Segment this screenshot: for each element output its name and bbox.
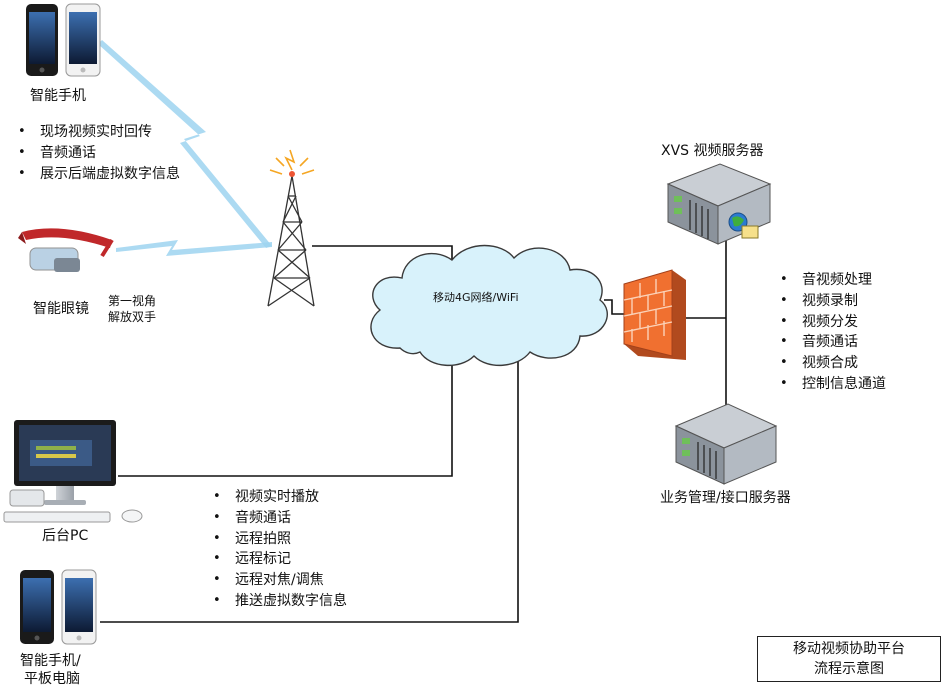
glasses-label: 智能眼镜 bbox=[33, 301, 89, 317]
pc-label: 后台PC bbox=[42, 528, 89, 544]
list-item: 音频通话 bbox=[776, 332, 886, 353]
xvs-server-icon bbox=[666, 163, 772, 245]
firewall-icon bbox=[623, 269, 686, 360]
link-cloud-firewall bbox=[604, 299, 624, 315]
list-item: 视频分发 bbox=[776, 312, 886, 333]
smart-glasses-icon bbox=[18, 228, 114, 272]
list-item: 推送虚拟数字信息 bbox=[209, 591, 347, 612]
list-item: 远程对焦/调焦 bbox=[209, 570, 347, 591]
phone-tablet-icon bbox=[20, 569, 97, 645]
link-pc-cloud bbox=[118, 356, 453, 477]
desktop-pc-icon bbox=[3, 420, 143, 523]
link-tablet-cloud bbox=[100, 358, 519, 623]
glasses-note-line1: 第一视角 bbox=[108, 294, 157, 308]
list-item: 远程拍照 bbox=[209, 529, 347, 550]
wireless-link-glasses bbox=[116, 240, 272, 256]
tablet-label-line2: 平板电脑 bbox=[24, 671, 80, 687]
list-item: 视频实时播放 bbox=[209, 487, 347, 508]
list-item: 视频合成 bbox=[776, 353, 886, 374]
list-item: 视频录制 bbox=[776, 291, 886, 312]
cell-tower-icon bbox=[267, 175, 315, 307]
list-item: 音频通话 bbox=[14, 143, 180, 164]
list-item: 音频通话 bbox=[209, 508, 347, 529]
network-cloud bbox=[370, 244, 608, 367]
server-feature-list: 音视频处理 视频录制 视频分发 音频通话 视频合成 控制信息通道 bbox=[776, 270, 886, 395]
smartphone-icon bbox=[26, 3, 101, 77]
list-item: 远程标记 bbox=[209, 549, 347, 570]
list-item: 音视频处理 bbox=[776, 270, 886, 291]
link-tower-cloud bbox=[312, 245, 453, 262]
phone-feature-list: 现场视频实时回传 音频通话 展示后端虚拟数字信息 bbox=[14, 122, 180, 184]
list-item: 现场视频实时回传 bbox=[14, 122, 180, 143]
network-label: 移动4G网络/WiFi bbox=[433, 291, 519, 304]
business-server-label: 业务管理/接口服务器 bbox=[660, 490, 791, 506]
wireless-link-phone bbox=[98, 40, 272, 248]
glasses-note-line2: 解放双手 bbox=[108, 310, 157, 324]
list-item: 控制信息通道 bbox=[776, 374, 886, 395]
smartphone-label: 智能手机 bbox=[30, 88, 86, 104]
diagram-title-box: 移动视频协助平台 流程示意图 bbox=[757, 636, 941, 682]
tablet-label-line1: 智能手机/ bbox=[20, 653, 81, 669]
pc-feature-list: 视频实时播放 音频通话 远程拍照 远程标记 远程对焦/调焦 推送虚拟数字信息 bbox=[209, 487, 347, 612]
diagram-title-line2: 流程示意图 bbox=[814, 661, 884, 677]
diagram-title-line1: 移动视频协助平台 bbox=[793, 641, 905, 657]
xvs-server-label: XVS 视频服务器 bbox=[661, 143, 764, 159]
list-item: 展示后端虚拟数字信息 bbox=[14, 164, 180, 185]
business-server-icon bbox=[674, 403, 778, 485]
signal-burst-icon bbox=[269, 149, 315, 177]
